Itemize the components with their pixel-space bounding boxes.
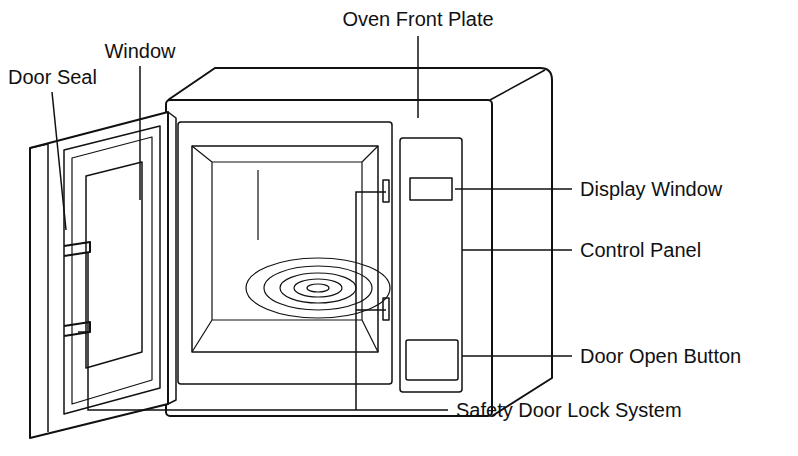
part-label: Door Open Button (580, 345, 741, 367)
part-label: Window (104, 40, 175, 62)
part-label: Display Window (580, 178, 722, 200)
turntable (246, 258, 390, 318)
door-seal (64, 126, 160, 414)
latch-hole (383, 180, 389, 202)
door-latch (64, 322, 90, 336)
oven-cavity (192, 146, 378, 352)
control-panel (400, 138, 462, 392)
oven-door (30, 112, 168, 438)
part-label: Control Panel (580, 239, 701, 261)
door-window (86, 162, 142, 368)
leader-lines (52, 36, 572, 410)
door-open-button (406, 340, 458, 380)
oven-front (166, 100, 492, 416)
door-latch (64, 242, 90, 256)
latch-hole (383, 298, 389, 320)
oven-body (168, 68, 552, 416)
part-label: Oven Front Plate (342, 8, 493, 30)
part-label: Safety Door Lock System (456, 399, 682, 421)
part-label: Door Seal (8, 66, 97, 88)
display-window (410, 178, 452, 200)
